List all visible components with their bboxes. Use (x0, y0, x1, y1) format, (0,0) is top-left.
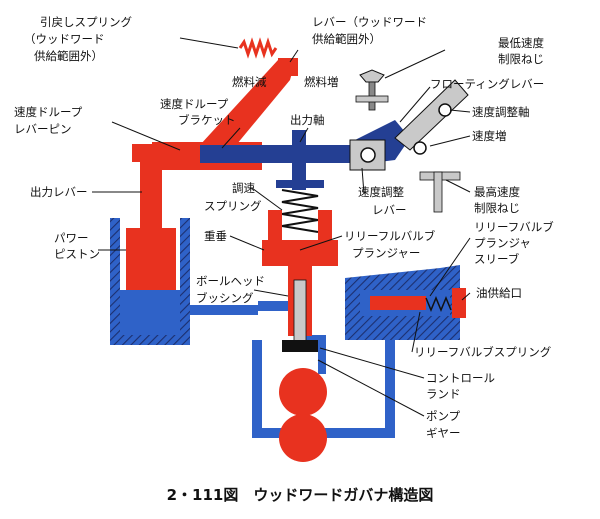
label-speed-adjust-lever-2: レバー (372, 203, 407, 217)
pilot-valve (293, 279, 307, 343)
relief-plunger (370, 296, 426, 310)
relief-valve (345, 265, 466, 340)
power-piston (126, 228, 176, 290)
speeder-spring (276, 180, 324, 233)
label-oil-inlet: 油供給口 (476, 286, 522, 300)
max-speed-screw (419, 171, 461, 213)
label-min-speed: 最低速度 (498, 36, 544, 50)
label-speed-adjust-shaft: 速度調整軸 (472, 105, 530, 119)
flyweight-assembly (262, 210, 338, 352)
label-speeder-spring: 調速 (232, 181, 255, 195)
label-fuel-dec: 燃料減 (232, 75, 267, 89)
label-speed-adjust-lever: 速度調整 (358, 185, 404, 199)
leader-lines (92, 37, 471, 417)
label-fuel-inc: 燃料増 (304, 75, 339, 89)
floating-lever (200, 79, 469, 190)
label-ball-head: ボールヘッド (196, 274, 265, 288)
label-power-piston-2: ピストン (54, 247, 100, 261)
label-return-spring: 引戻しスプリング (40, 15, 132, 29)
return-spring (238, 37, 278, 59)
label-relief-sleeve-3: スリーブ (474, 252, 520, 266)
figure-caption: 2・111図 ウッドワードガバナ構造図 (167, 486, 434, 504)
label-return-spring-2: （ウッドワード (24, 32, 105, 46)
label-relief-spring: リリーフバルブスプリング (414, 345, 552, 359)
label-droop-bracket-2: ブラケット (178, 113, 236, 127)
pump-gear-upper (279, 368, 327, 416)
labels: 引戻しスプリング （ウッドワード 供給範囲外） レバー（ウッドワード 供給範囲外… (14, 15, 554, 504)
label-max-speed: 最高速度 (474, 185, 520, 199)
min-speed-screw (355, 69, 389, 111)
fuel-lever (200, 37, 298, 150)
label-min-speed-2: 制限ねじ (498, 52, 544, 66)
label-max-speed-2: 制限ねじ (474, 201, 520, 215)
label-relief-sleeve: リリーフバルブ (474, 220, 554, 234)
label-relief-plunger: リリーフルバルブ (344, 229, 436, 243)
relief-spring (425, 296, 452, 312)
label-droop-pin-2: レバーピン (14, 122, 72, 136)
label-output-lever: 出力レバー (30, 185, 88, 199)
label-return-spring-3: 供給範囲外） (34, 49, 103, 63)
label-relief-sleeve-2: プランジャ (474, 236, 531, 250)
label-lever: レバー（ウッドワード (312, 15, 427, 29)
pump-gear-lower (279, 414, 327, 462)
label-power-piston: パワー (54, 231, 89, 245)
label-control-land: コントロール (426, 371, 495, 385)
label-control-land-2: ランド (426, 387, 461, 401)
label-pump-gear: ポンプ (426, 409, 461, 423)
label-droop-pin: 速度ドループ (14, 105, 83, 119)
label-lever-2: 供給範囲外） (312, 32, 381, 46)
label-speeder-spring-2: スプリング (204, 199, 262, 213)
label-pump-gear-2: ギヤー (426, 426, 461, 440)
label-droop-bracket: 速度ドループ (160, 97, 229, 111)
label-ball-head-2: ブッシング (196, 291, 254, 305)
oil-inlet-port (452, 288, 466, 318)
label-floating-lever: フローティングレバー (430, 77, 544, 91)
label-flyweight: 重垂 (204, 229, 227, 243)
label-output-shaft: 出力軸 (290, 113, 325, 127)
label-speed-increase: 速度増 (472, 129, 507, 143)
pivot-pin (360, 147, 376, 163)
power-cylinder (110, 218, 190, 345)
pump-gears (279, 368, 327, 462)
label-relief-plunger-2: プランジャー (352, 246, 420, 260)
control-land (282, 340, 318, 352)
